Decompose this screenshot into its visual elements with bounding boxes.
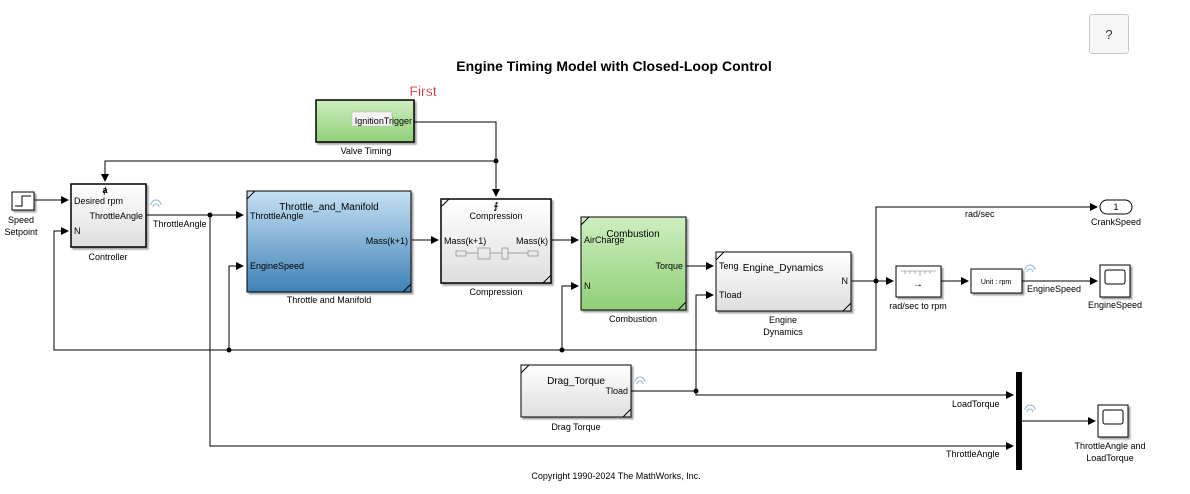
controller-port-n: N — [74, 226, 81, 236]
compression-preview-icon — [455, 247, 539, 260]
throttle-manifold-port-out: Mass(k+1) — [366, 236, 408, 246]
controller-port-out: ThrottleAngle — [89, 211, 143, 221]
rad-to-rpm-label: rad/sec to rpm — [889, 301, 947, 311]
valve-timing-block[interactable]: IgnitionTrigger Valve Timing — [315, 99, 415, 156]
throttle-manifold-port-throttle: ThrottleAngle — [250, 211, 304, 221]
signal-label-engine-speed: EngineSpeed — [1027, 284, 1081, 294]
subsystem-corner-icon — [715, 251, 852, 312]
speed-setpoint-label-2: Setpoint — [4, 227, 38, 237]
speed-setpoint-block[interactable]: Speed Setpoint — [4, 191, 38, 237]
drag-torque-label: Drag Torque — [551, 422, 600, 432]
throttle-manifold-title: Throttle_and_Manifold — [279, 202, 379, 213]
throttle-load-scope[interactable]: ThrottleAngle and LoadTorque — [1074, 404, 1146, 463]
controller-trigger-icon: ⱥ — [102, 185, 108, 195]
logging-icon — [1024, 264, 1036, 273]
annotation-first: First — [409, 83, 436, 99]
compression-block[interactable]: ⨍ Compression Mass(k+1) Mass(k) Compress… — [440, 198, 552, 297]
copyright-text: Copyright 1990-2024 The MathWorks, Inc. — [531, 471, 700, 481]
signal-label-throttle-angle: ThrottleAngle — [153, 219, 207, 229]
compression-port-out: Mass(k) — [516, 236, 548, 246]
subsystem-corner-icon — [520, 364, 632, 418]
subsystem-corner-icon — [440, 198, 552, 284]
mux-block[interactable] — [1016, 372, 1022, 470]
crank-speed-port-number: 1 — [1113, 202, 1118, 212]
wire-load-torque[interactable] — [631, 390, 1014, 399]
compression-label: Compression — [469, 287, 522, 297]
logging-icon — [634, 376, 646, 385]
logging-icon — [1024, 404, 1036, 413]
crank-speed-outport[interactable]: 1 CrankSpeed — [1091, 199, 1141, 227]
valve-timing-label: Valve Timing — [341, 146, 392, 156]
engine-dynamics-title: Engine_Dynamics — [743, 263, 824, 274]
compression-trigger-icon: ⨍ — [494, 201, 499, 212]
scope-icon — [1102, 409, 1124, 425]
combustion-port-out: Torque — [655, 261, 683, 271]
throttle-manifold-label: Throttle and Manifold — [287, 295, 372, 305]
engine-dynamics-port-tload: Tload — [719, 290, 742, 300]
signal-label-load-torque: LoadTorque — [952, 399, 1000, 409]
wire-feedback-combustion[interactable] — [561, 282, 579, 350]
controller-label: Controller — [88, 252, 127, 262]
drag-torque-block[interactable]: Drag_Torque Tload Drag Torque — [520, 364, 632, 432]
wire-tload-to-engine[interactable] — [695, 291, 714, 391]
engine-dynamics-port-out: N — [842, 276, 849, 286]
engine-speed-scope[interactable]: EngineSpeed — [1088, 264, 1142, 310]
valve-timing-preview — [351, 111, 393, 127]
unit-conversion-text: Unit : rpm — [981, 279, 1012, 286]
combustion-label: Combustion — [609, 314, 657, 324]
engine-dynamics-block[interactable]: Engine_Dynamics Teng Tload N Engine Dyna… — [715, 251, 852, 337]
crank-speed-label: CrankSpeed — [1091, 217, 1141, 227]
controller-port-desired: Desired rpm — [74, 196, 123, 206]
throttle-manifold-port-speed: EngineSpeed — [250, 261, 304, 271]
controller-block[interactable]: ⱥ Desired rpm N ThrottleAngle Controller — [70, 183, 147, 262]
throttle-manifold-block[interactable]: Throttle_and_Manifold ThrottleAngle Engi… — [246, 190, 412, 305]
subsystem-corner-icon — [246, 190, 412, 293]
subsystem-corner-icon — [580, 216, 687, 311]
signal-logging-icons — [150, 199, 1036, 413]
wire-throttle-angle-to-mux[interactable] — [209, 215, 1014, 450]
combustion-block[interactable]: Combustion AirCharge N Torque Combustion — [580, 216, 687, 324]
combustion-port-n: N — [584, 281, 591, 291]
step-icon — [15, 195, 31, 207]
engine-dynamics-label-2: Dynamics — [763, 327, 803, 337]
wire-feedback-throttle[interactable] — [228, 262, 244, 350]
arrow-icon: → — [913, 279, 923, 290]
signal-label-throttle-angle-bottom: ThrottleAngle — [946, 449, 1000, 459]
throttle-load-scope-label-2: LoadTorque — [1086, 453, 1134, 463]
engine-dynamics-label: Engine — [769, 315, 797, 325]
unit-conversion-block[interactable]: Unit : rpm — [970, 268, 1023, 294]
scope-icon — [1104, 269, 1126, 285]
wire-junctions — [207, 158, 879, 394]
speed-setpoint-label: Speed — [8, 215, 34, 225]
engine-dynamics-port-teng: Teng — [719, 261, 739, 271]
wire-speed-feedback[interactable] — [53, 227, 877, 351]
ruler-icon — [901, 270, 936, 276]
combustion-title: Combustion — [606, 229, 659, 240]
throttle-load-scope-label: ThrottleAngle and — [1074, 441, 1145, 451]
engine-speed-scope-label: EngineSpeed — [1088, 300, 1142, 310]
rad-to-rpm-block[interactable]: → rad/sec to rpm — [889, 265, 947, 311]
diagram-title: Engine Timing Model with Closed-Loop Con… — [456, 58, 772, 74]
valve-timing-port-out: IgnitionTrigger — [355, 116, 412, 126]
help-button[interactable]: ? — [1089, 14, 1129, 54]
compression-title: Compression — [469, 211, 522, 221]
compression-port-in: Mass(k+1) — [444, 236, 486, 246]
wire-rad-sec[interactable] — [875, 203, 1098, 281]
signal-label-rad-sec: rad/sec — [965, 209, 995, 219]
combustion-port-air: AirCharge — [584, 235, 625, 245]
wire-ignition-trigger[interactable] — [414, 121, 500, 197]
wire-trigger-to-controller[interactable] — [101, 160, 496, 182]
logging-icon — [150, 199, 162, 208]
drag-torque-title: Drag_Torque — [547, 376, 605, 387]
drag-torque-port-out: Tload — [605, 386, 628, 396]
